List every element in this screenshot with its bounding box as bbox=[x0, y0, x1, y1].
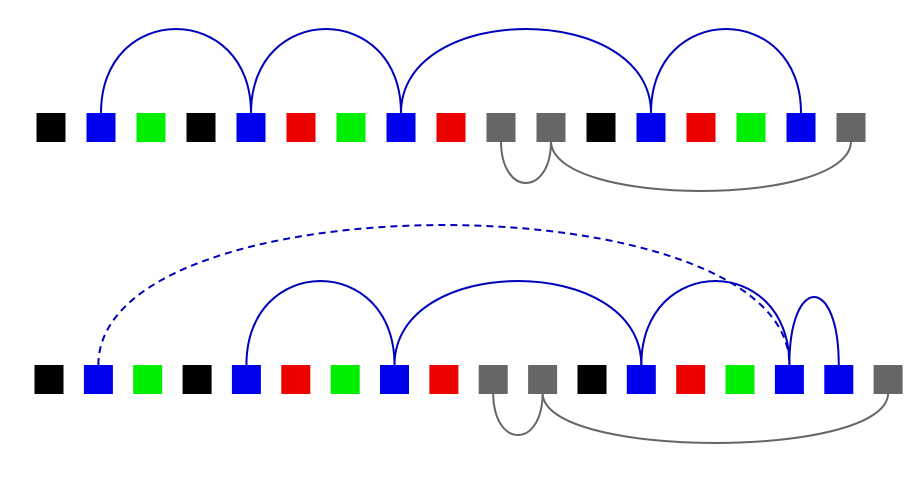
token-black-square bbox=[186, 113, 216, 142]
token-black-square bbox=[34, 365, 64, 394]
token-green-square bbox=[725, 365, 755, 394]
arc-above-15-16 bbox=[788, 296, 840, 366]
token-black-square bbox=[577, 365, 607, 394]
token-gray-square bbox=[873, 365, 903, 394]
arc-above-12-15 bbox=[640, 280, 791, 366]
token-red-square bbox=[436, 113, 466, 142]
token-black-square bbox=[586, 113, 616, 142]
arc-above-4-7 bbox=[250, 28, 402, 114]
arc-above-1-4 bbox=[100, 28, 252, 114]
token-gray-square bbox=[836, 113, 866, 142]
arc-above-12-15 bbox=[650, 28, 802, 114]
token-blue-square bbox=[824, 365, 854, 394]
token-blue-square bbox=[636, 113, 666, 142]
token-green-square bbox=[330, 365, 360, 394]
token-red-square bbox=[686, 113, 716, 142]
arc-below-10-16 bbox=[550, 140, 852, 192]
arc-above-4-7 bbox=[245, 280, 396, 366]
token-gray-square bbox=[536, 113, 566, 142]
token-blue-square bbox=[786, 113, 816, 142]
token-gray-square bbox=[528, 365, 558, 394]
bottom-sequence bbox=[34, 224, 903, 444]
token-red-square bbox=[281, 365, 311, 394]
token-gray-square bbox=[478, 365, 508, 394]
token-blue-square bbox=[380, 365, 409, 394]
token-red-square bbox=[676, 365, 706, 394]
top-sequence bbox=[36, 28, 866, 192]
token-gray-square bbox=[486, 113, 516, 142]
token-blue-square bbox=[386, 113, 416, 142]
token-green-square bbox=[133, 365, 163, 394]
token-green-square bbox=[736, 113, 766, 142]
arc-above-7-12 bbox=[400, 28, 652, 114]
arc-below-10-17 bbox=[541, 392, 890, 444]
token-red-square bbox=[286, 113, 316, 142]
token-green-square bbox=[336, 113, 366, 142]
token-blue-square bbox=[86, 113, 116, 142]
arc-below-9-10 bbox=[492, 392, 544, 436]
token-blue-square bbox=[774, 365, 804, 394]
token-black-square bbox=[182, 365, 212, 394]
arc-above-7-12 bbox=[393, 280, 643, 366]
token-red-square bbox=[429, 365, 459, 394]
arc-below-9-10 bbox=[500, 140, 552, 184]
arc-above-1-15 bbox=[97, 224, 791, 366]
token-blue-square bbox=[83, 365, 113, 394]
token-black-square bbox=[36, 113, 66, 142]
token-blue-square bbox=[626, 365, 656, 394]
token-blue-square bbox=[236, 113, 266, 142]
token-blue-square bbox=[231, 365, 261, 394]
token-green-square bbox=[136, 113, 166, 142]
